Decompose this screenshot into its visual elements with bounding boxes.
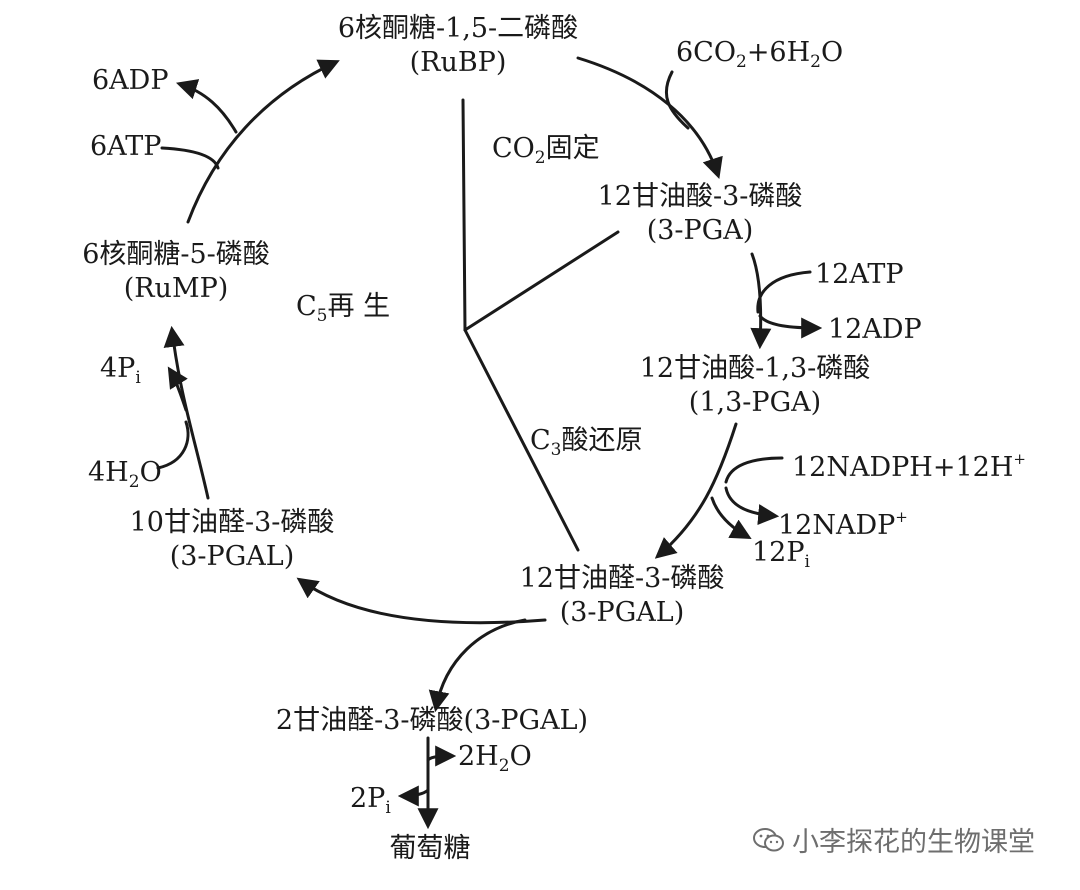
pi2-subscript: i (385, 798, 391, 818)
adp6-output: 6ADP (92, 65, 169, 96)
node-pgal12: 12甘油醛-3-磷酸 (3-PGAL) (520, 562, 725, 630)
node-bpga-name: 12甘油酸-1,3-磷酸 (639, 353, 871, 384)
h2o-text: +6H (746, 37, 811, 68)
node-rump: 6核酮糖-5-磷酸 (RuMP) (82, 238, 270, 306)
phase-regeneration-subscript: 5 (316, 306, 328, 326)
pi12-output: 12Pi (752, 536, 810, 579)
pi12-text: 12P (752, 537, 805, 568)
nadph-input: 12NADPH+12H+ (792, 442, 1026, 485)
node-pga-name: 12甘油酸-3-磷酸 (597, 181, 803, 212)
arrow-pgal12-to-pgal2 (428, 618, 527, 713)
adp-exit-branch (758, 314, 823, 339)
atp-entry-branch (756, 270, 812, 314)
node-pga-abbr: (3-PGA) (646, 215, 754, 246)
phase-fixation-prefix: CO (492, 133, 535, 164)
nadp-text: 12NADP (778, 510, 896, 541)
h2o2-exit-branch (426, 745, 457, 767)
co2-h2o-input: 6CO2+6H2O (676, 36, 843, 79)
phase-co2-fixation: CO2固定 (492, 132, 600, 175)
pi2-exit-branch (397, 785, 430, 807)
watermark: 小李探花的生物课堂 (752, 820, 1035, 861)
nadph-text: 12NADPH+12H (792, 452, 1014, 483)
adp12-output: 12ADP (828, 314, 922, 345)
node-rump-name: 6核酮糖-5-磷酸 (82, 239, 270, 270)
node-pgal12-abbr: (3-PGAL) (559, 597, 685, 628)
h2o2-subscript: 2 (498, 756, 510, 776)
node-glucose: 葡萄糖 (389, 833, 471, 864)
pi4-text: 4P (100, 353, 136, 384)
node-rump-abbr: (RuMP) (123, 273, 229, 304)
arrow-bpga-to-pgal12 (654, 422, 738, 559)
arrow-pgal12-to-pgal10 (296, 577, 547, 625)
h2o4-text: 4H (88, 457, 129, 488)
adp6-exit-branch (176, 79, 238, 134)
node-bpga-abbr: (1,3-PGA) (688, 387, 822, 418)
node-pgal12-name: 12甘油醛-3-磷酸 (519, 563, 725, 594)
nadp-exit-branch (724, 486, 780, 526)
co2-text: 6CO (676, 37, 736, 68)
arrow-rump-to-rubp (186, 59, 340, 224)
wechat-icon (752, 826, 786, 861)
co2-subscript: 2 (735, 52, 747, 72)
atp12-input: 12ATP (815, 259, 904, 290)
h2o4-o-text: O (139, 457, 162, 488)
node-rubp: 6核酮糖-1,5-二磷酸 (RuBP) (338, 12, 578, 80)
phase-c5-regeneration: C5再 生 (296, 290, 390, 333)
node-rubp-name: 6核酮糖-1,5-二磷酸 (337, 13, 579, 44)
divider-fixation-regeneration (461, 98, 467, 332)
h2o2-output: 2H2O (458, 740, 532, 783)
phase-reduction-suffix: 酸还原 (561, 425, 643, 456)
h2o4-entry-branch (156, 420, 190, 470)
h2o2-o-text: O (509, 741, 532, 772)
phase-reduction-prefix: C (530, 425, 551, 456)
phase-c3-reduction: C3酸还原 (530, 424, 643, 467)
node-rubp-abbr: (RuBP) (409, 47, 507, 78)
pi4-output: 4Pi (100, 352, 141, 395)
h2o4-input: 4H2O (88, 456, 162, 499)
h2o2-text: 2H (458, 741, 499, 772)
pi12-subscript: i (804, 552, 810, 572)
pi2-output: 2Pi (350, 782, 391, 825)
node-pgal10-abbr: (3-PGAL) (169, 541, 295, 572)
co2-entry-branch (664, 70, 690, 130)
pi4-subscript: i (135, 368, 141, 388)
pi12-exit-branch (710, 496, 752, 540)
atp6-entry-branch (160, 146, 220, 170)
pi4-exit-branch (167, 366, 188, 412)
phase-reduction-subscript: 3 (550, 440, 562, 460)
phase-regeneration-prefix: C (296, 291, 317, 322)
h2o-o-text: O (821, 37, 844, 68)
h2o-subscript: 2 (810, 52, 821, 72)
nadp-superscript: + (895, 508, 908, 526)
phase-fixation-suffix: 固定 (545, 133, 600, 164)
node-pgal2: 2甘油醛-3-磷酸(3-PGAL) (275, 705, 589, 736)
arrow-pgal10-to-rump (163, 325, 210, 500)
node-bpga: 12甘油酸-1,3-磷酸 (1,3-PGA) (640, 352, 871, 420)
node-pgal10: 10甘油醛-3-磷酸 (3-PGAL) (130, 506, 335, 574)
atp6-input: 6ATP (90, 131, 162, 162)
node-pgal10-name: 10甘油醛-3-磷酸 (129, 507, 335, 538)
h2o4-subscript: 2 (128, 472, 140, 492)
nadph-entry-branch (724, 456, 784, 484)
phase-regeneration-suffix: 再 生 (327, 291, 391, 322)
nadph-superscript: + (1013, 450, 1026, 468)
divider-fixation-reduction (463, 230, 620, 332)
node-pga: 12甘油酸-3-磷酸 (3-PGA) (598, 180, 803, 248)
nadp-output: 12NADP+ (778, 500, 908, 543)
pi2-text: 2P (350, 783, 386, 814)
arrow-pga-to-bpga (750, 252, 772, 350)
divider-reduction-regeneration (463, 328, 580, 552)
watermark-text: 小李探花的生物课堂 (792, 827, 1035, 858)
phase-fixation-subscript: 2 (534, 148, 546, 168)
